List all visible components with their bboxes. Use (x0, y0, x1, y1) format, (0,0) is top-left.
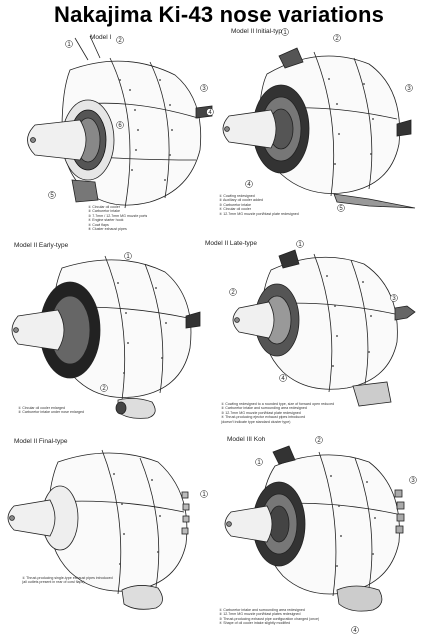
legend-item: ① Circular oil cooler (88, 205, 120, 209)
panel-label: Model I (90, 34, 112, 41)
callout-1: 1 (202, 492, 206, 498)
legend-item: ⑤ 12.7mm MG muzzle port/blast plate rede… (219, 211, 299, 216)
legend-model-2-final: ① Thrust-producing single-type exhaust p… (22, 576, 113, 585)
legend-item: ① Circular oil cooler enlarged (18, 406, 65, 410)
legend-item: ① Thrust-producing single-type exhaust p… (22, 576, 113, 580)
callout-3: 3 (411, 478, 415, 484)
callout-4: 4 (353, 628, 357, 634)
callout-3: 3 (392, 296, 396, 302)
cowling-drawing-model-2-early: 1 2 (11, 252, 201, 419)
cowling-drawing-model-2-initial: 1 2 3 4 5 (222, 28, 416, 212)
legend-item: ① Cowling redesigned to a rounded type, … (221, 402, 335, 406)
legend-item: ② Auxiliary oil cooler added (219, 198, 263, 203)
panel-label: Model II Late-type (205, 240, 258, 247)
legend-item: ② Carburetor intake under nose enlarged (18, 410, 84, 415)
legend-item: ③ Carburetor intake (219, 202, 251, 207)
callout-1: 1 (283, 30, 287, 36)
cowling-drawing-model-2-late: 1 2 3 4 (229, 240, 416, 407)
legend-item: ⑥ Cluster exhaust pipes (88, 227, 127, 232)
legend-item: ⑤ Cowl flaps (88, 222, 109, 227)
legend-model-2-early: ① Circular oil cooler enlarged ② Carbure… (18, 406, 84, 415)
page-title: Nakajima Ki-43 nose variations (53, 2, 385, 27)
callout-2: 2 (335, 36, 339, 42)
legend-item: ③ 12.7mm MG muzzle port/blast plate rede… (221, 410, 301, 415)
legend-item: ② Carburetor intake (88, 209, 120, 214)
callout-5: 5 (50, 193, 54, 199)
callout-1: 1 (126, 254, 130, 260)
panel-model-2-final: Model II Final-type (0, 432, 219, 640)
legend-model-2-late: ① Cowling redesigned to a rounded type, … (221, 402, 334, 424)
callout-3: 3 (202, 86, 206, 92)
callout-2: 2 (317, 438, 321, 444)
cowling-drawing-model-1: 1 2 3 4 5 6 (27, 35, 214, 209)
callout-1: 1 (67, 42, 71, 48)
panel-label: Model II Initial-type (231, 28, 286, 35)
callout-4: 4 (247, 182, 251, 188)
panel-label: Model II Early-type (14, 242, 69, 249)
legend-item: ① Carburetor intake and surrounding area… (219, 608, 305, 612)
legend-item: ④ Engine starter hook (88, 218, 124, 223)
callout-5: 5 (339, 206, 343, 212)
panel-label: Model III Koh (227, 436, 266, 443)
callout-1: 1 (257, 460, 261, 466)
legend-item: ③ Thrust-producing exhaust pipe configur… (219, 616, 320, 621)
legend-item: (all outlets present in rear of cowl fla… (22, 580, 85, 585)
callout-1: 1 (298, 242, 302, 248)
panel-model-2-late: Model II Late-type (205, 234, 438, 430)
legend-item: ④ Shape of oil cooler intake slightly mo… (219, 621, 291, 626)
callout-2: 2 (118, 38, 122, 44)
panel-model-2-initial: Model II Initial-type (219, 24, 438, 230)
callout-6: 6 (118, 123, 122, 129)
legend-model-2-initial: ① Cowling redesigned ② Auxiliary oil coo… (219, 194, 299, 216)
legend-item: ② 12.7mm MG muzzle port/blast plates red… (219, 612, 301, 617)
legend-item: ③ 7.7mm / 12.7mm MG muzzle ports (88, 213, 148, 218)
panel-label: Model II Final-type (14, 438, 68, 445)
callout-4: 4 (281, 376, 285, 382)
cowling-drawing-model-3-koh: 1 2 3 4 (224, 436, 417, 634)
panel-model-1: Model I (0, 30, 219, 231)
callout-3: 3 (407, 86, 411, 92)
panel-model-3-koh: Model III Koh (219, 432, 438, 640)
cowling-drawing-model-2-final: 1 (7, 449, 208, 610)
panel-model-2-early: Model II Early-type (0, 238, 219, 428)
legend-item: ② Carburetor intake and surrounding area… (221, 406, 307, 411)
legend-item: ④ Circular oil cooler (219, 207, 251, 212)
legend-item: ④ Thrust-producing ejector exhaust pipes… (221, 415, 306, 420)
legend-model-3-koh: ① Carburetor intake and surrounding area… (219, 608, 319, 626)
legend-item: (doesn't indicate type standard cluster … (221, 419, 291, 424)
legend-item: ① Cowling redesigned (219, 194, 255, 198)
callout-2: 2 (231, 290, 235, 296)
callout-2: 2 (102, 386, 106, 392)
legend-model-1: ① Circular oil cooler ② Carburetor intak… (88, 205, 147, 231)
callout-4: 4 (208, 110, 212, 116)
